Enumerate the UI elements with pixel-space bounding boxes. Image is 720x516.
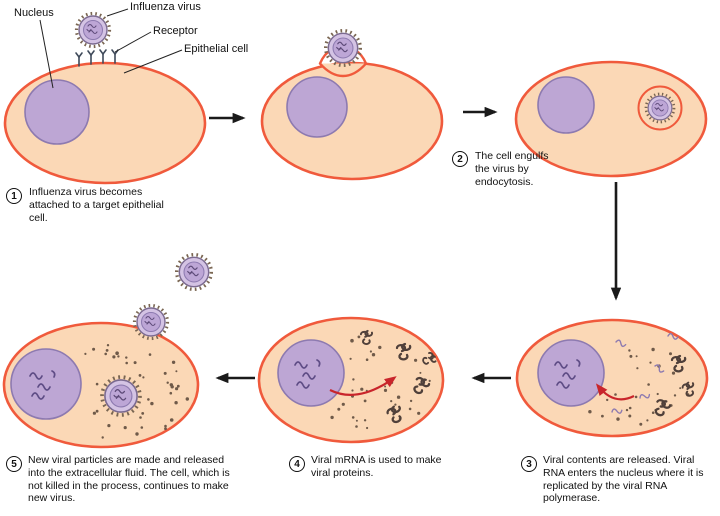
step2-caption: The cell engulfs the virus by endocytosi… — [475, 150, 549, 188]
membrane-invagination — [319, 62, 367, 78]
mrna-export-arrow — [329, 376, 397, 396]
budding-virus-particle — [132, 303, 170, 341]
leader-epithelial-cell — [123, 49, 183, 74]
nucleus-shape — [277, 339, 345, 407]
step2-number-badge: 2 — [452, 151, 468, 167]
step5-caption: New viral particles are made and release… — [28, 454, 230, 505]
influenza-virus-particle — [323, 28, 363, 68]
step5-number-badge: 5 — [6, 456, 22, 472]
step1-number-badge: 1 — [6, 188, 22, 204]
nucleus-shape — [10, 348, 82, 420]
label-epithelial-cell: Epithelial cell — [184, 43, 249, 55]
callout-lines — [39, 8, 183, 89]
influenza-virus-particle — [74, 11, 112, 49]
rna-entry-arrow — [595, 383, 635, 401]
leader-receptor — [114, 31, 152, 53]
epithelial-cell-body — [260, 61, 444, 181]
label-nucleus: Nucleus — [14, 7, 54, 19]
label-receptor: Receptor — [153, 25, 198, 37]
nucleus-shape — [24, 79, 90, 145]
cell-engulfed — [514, 60, 708, 178]
nucleus-shape — [537, 76, 595, 134]
leader-nucleus — [39, 19, 54, 89]
step3-number-badge: 3 — [521, 456, 537, 472]
nucleus-shape — [286, 76, 348, 138]
cell-release — [515, 318, 709, 438]
step1-caption: Influenza virus becomes attached to a ta… — [29, 186, 164, 224]
step3-caption: Viral contents are released. Viral RNA e… — [543, 454, 704, 505]
cell-translation — [257, 316, 445, 444]
dots-budding — [84, 344, 189, 439]
flow-arrows — [209, 106, 622, 384]
step4-caption: Viral mRNA is used to make viral protein… — [311, 454, 442, 479]
label-influenza-virus: Influenza virus — [130, 1, 201, 13]
cell-attachment — [3, 11, 207, 185]
step4-number-badge: 4 — [289, 456, 305, 472]
cell-budding — [2, 252, 214, 449]
cell-endocytosis — [260, 28, 444, 181]
nucleus-shape — [537, 339, 605, 407]
released-virus-particle — [174, 252, 214, 292]
leader-influenza-virus — [106, 8, 129, 17]
